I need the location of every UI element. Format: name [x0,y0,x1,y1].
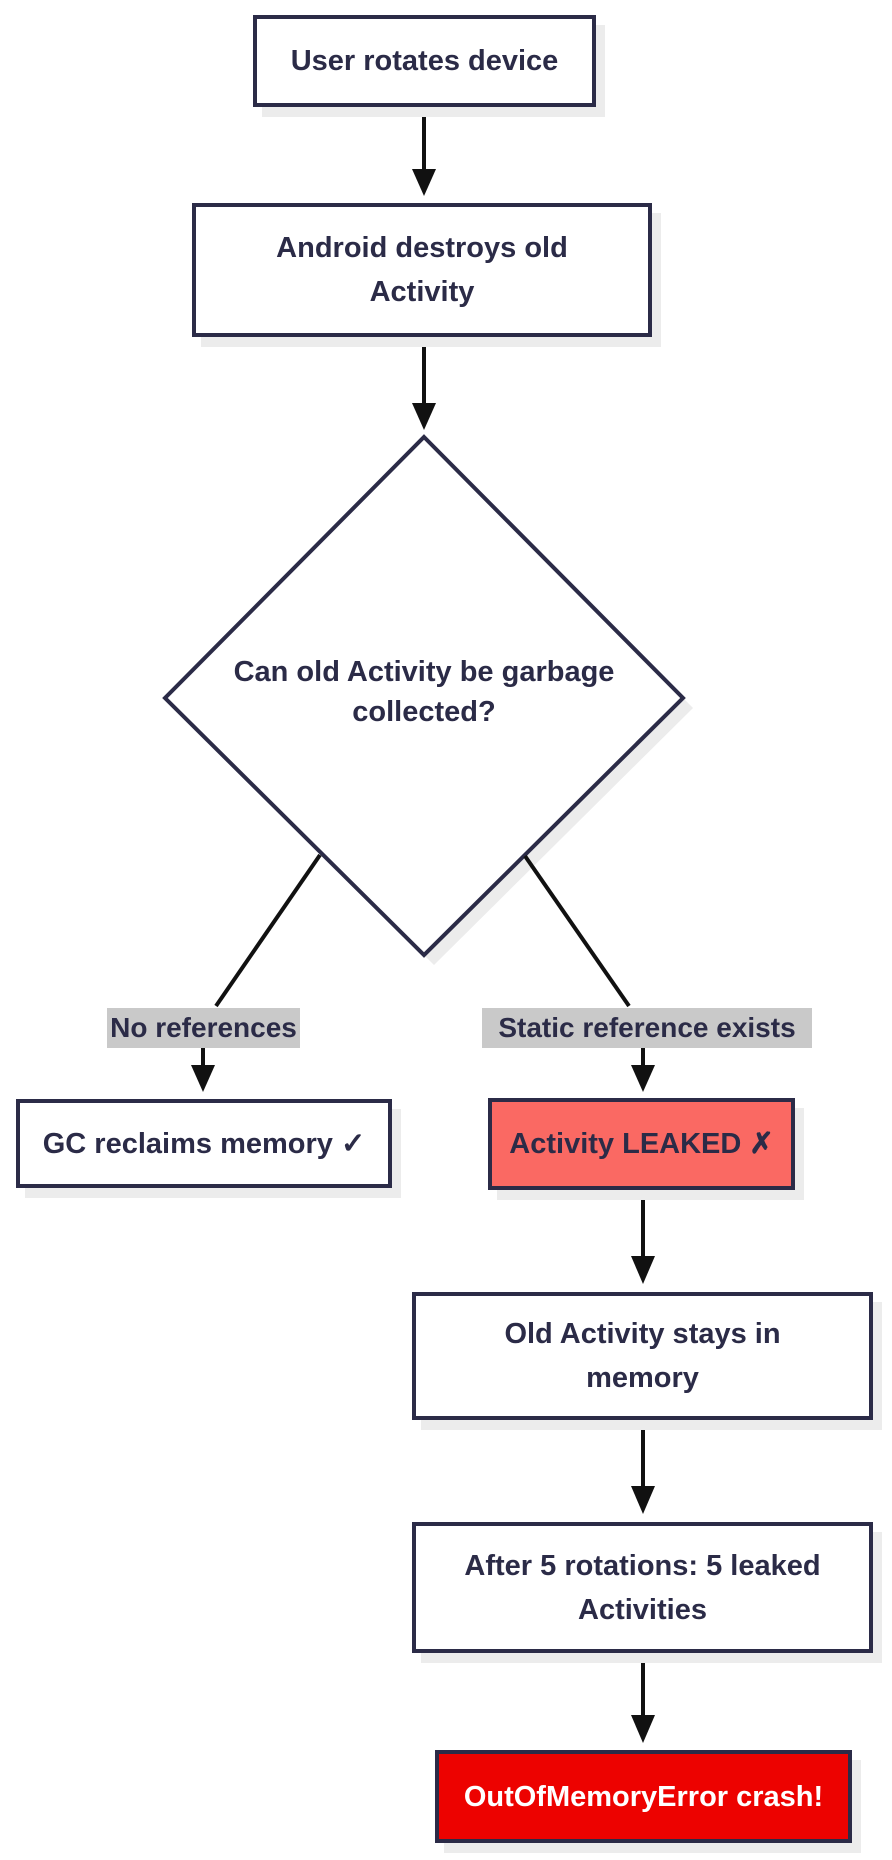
edge-label-no-references: No references [107,1008,300,1048]
node-old-activity-line2: memory [586,1362,699,1394]
node-android-destroys-line1: Android destroys old [276,232,568,264]
node-after-rotations-line1: After 5 rotations: 5 leaked [464,1549,821,1582]
arrow-leaked-to-stays [631,1191,655,1284]
edge-label-static-reference-text: Static reference exists [498,1012,796,1043]
edge-label-static-reference-exists: Static reference exists [482,1008,812,1048]
node-android-destroys-line2: Activity [369,276,475,308]
node-activity-leaked-label: Activity LEAKED ✗ [509,1128,774,1160]
arrow-stays-to-after [631,1421,655,1514]
arrow-user-to-destroys [412,108,436,196]
edge-label-no-references-text: No references [110,1012,297,1043]
decision-label-line1: Can old Activity be garbage [233,656,615,688]
branch-line-no-references [214,853,322,1008]
branch-line-static-reference [523,854,631,1008]
node-after-5-rotations: After 5 rotations: 5 leaked Activities [412,1522,873,1653]
arrow-destroys-to-decision [412,338,436,430]
decision-label-line2: collected? [352,696,496,728]
node-out-of-memory-crash: OutOfMemoryError crash! [435,1750,852,1843]
node-old-activity-line1: Old Activity stays in [504,1318,781,1350]
node-gc-reclaims-memory: GC reclaims memory ✓ [16,1099,392,1188]
node-user-rotates-device-label: User rotates device [290,45,559,77]
decision-garbage-collected-label: Can old Activity be garbage collected? [165,652,683,732]
node-user-rotates-device: User rotates device [253,15,596,107]
node-after-rotations-line2: Activities [578,1593,707,1626]
node-android-destroys-activity: Android destroys old Activity [192,203,652,337]
arrow-after-to-crash [631,1654,655,1743]
node-activity-leaked: Activity LEAKED ✗ [488,1098,795,1190]
node-old-activity-stays: Old Activity stays in memory [412,1292,873,1420]
arrow-label-to-gc [191,1048,215,1092]
node-oom-crash-label: OutOfMemoryError crash! [463,1780,824,1813]
node-gc-reclaims-label: GC reclaims memory ✓ [42,1127,366,1160]
decision-diamond [162,434,686,958]
arrow-label-to-leaked [631,1048,655,1092]
